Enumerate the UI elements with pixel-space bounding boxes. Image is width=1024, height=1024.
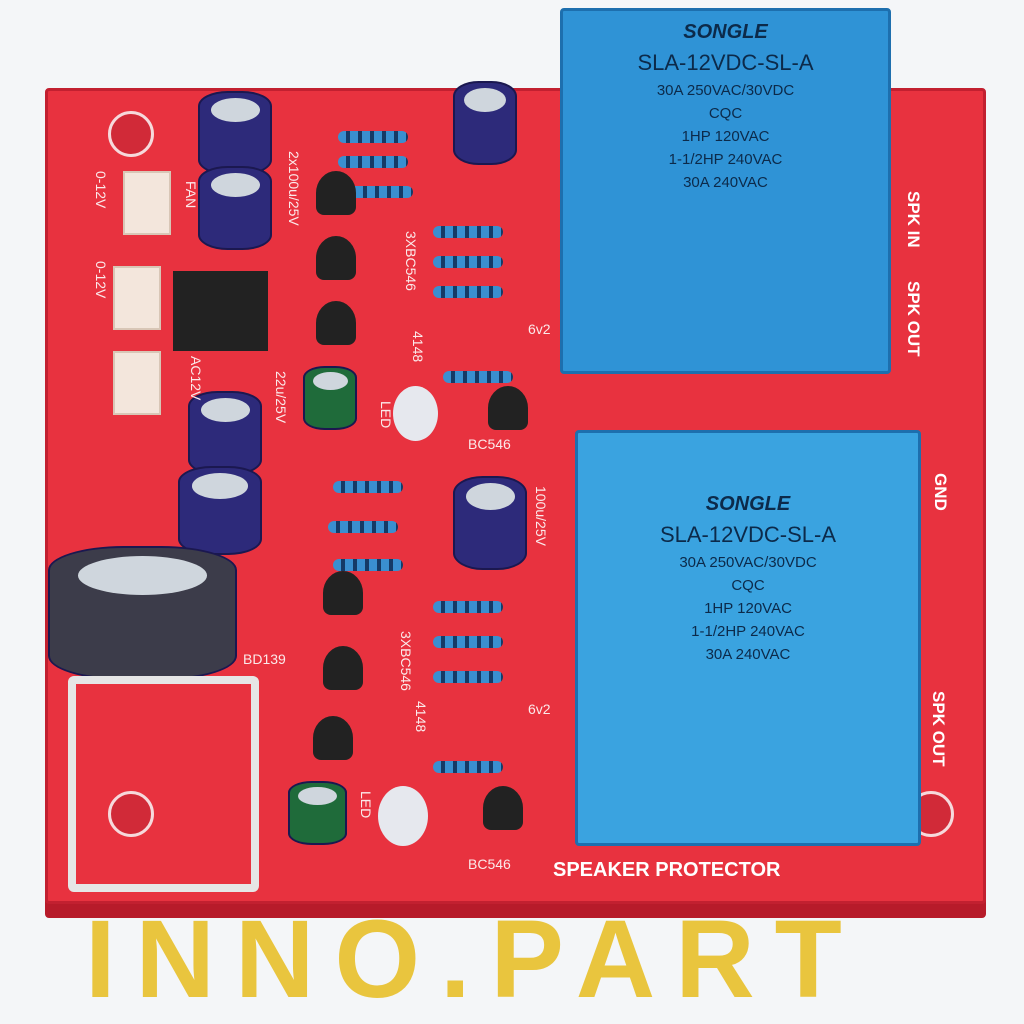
label-cap22: 22u/25V xyxy=(273,371,289,424)
resistor xyxy=(328,521,398,533)
connector xyxy=(113,266,161,330)
resistor xyxy=(433,671,503,683)
bridge-rectifier xyxy=(173,271,268,351)
label-transistors: 3XBC546 xyxy=(403,231,419,291)
relay-spec: 1HP 120VAC xyxy=(704,600,792,617)
label-zener: 6v2 xyxy=(528,321,551,337)
capacitor xyxy=(288,781,347,845)
label-led: LED xyxy=(378,401,394,429)
label-diode: 4148 xyxy=(410,331,426,363)
ac-connector xyxy=(113,351,161,415)
resistor xyxy=(333,559,403,571)
relay-spec: 1HP 120VAC xyxy=(681,128,770,145)
resistor xyxy=(433,636,503,648)
label-transistors: 3XBC546 xyxy=(398,631,414,691)
capacitor xyxy=(303,366,357,430)
relay-bottom: SONGLE SLA-12VDC-SL-A 30A 250VAC/30VDC C… xyxy=(575,430,921,846)
relay-model: SLA-12VDC-SL-A xyxy=(637,50,814,75)
capacitor xyxy=(188,391,262,475)
capacitor xyxy=(453,476,527,570)
label-voltage: 0-12V xyxy=(93,171,109,209)
led xyxy=(378,786,428,846)
label-bc546: BC546 xyxy=(468,436,511,452)
label-led: LED xyxy=(358,791,374,819)
relay-top: SONGLE SLA-12VDC-SL-A 30A 250VAC/30VDC C… xyxy=(560,8,891,374)
capacitor xyxy=(453,81,517,165)
label-bc546: BC546 xyxy=(468,856,511,872)
capacitor xyxy=(198,91,272,175)
transistor xyxy=(323,571,363,615)
led xyxy=(393,386,438,441)
transistor xyxy=(323,646,363,690)
capacitor xyxy=(178,466,262,555)
resistor xyxy=(433,226,503,238)
relay-cert: CQC xyxy=(708,105,743,122)
watermark: INNO.PART xyxy=(85,898,862,1021)
relay-brand: SONGLE xyxy=(705,493,791,515)
resistor xyxy=(443,371,513,383)
fan-connector xyxy=(123,171,171,235)
relay-spec: 30A 240VAC xyxy=(683,174,768,191)
capacitor xyxy=(198,166,272,250)
label-fan: FAN xyxy=(183,181,199,209)
label-voltage: 0-12V xyxy=(93,261,109,299)
label-spk-in: SPK IN xyxy=(904,191,923,248)
label-ac: AC12V xyxy=(188,356,204,401)
label-diode: 4148 xyxy=(413,701,429,733)
relay-spec: 30A 250VAC/30VDC xyxy=(679,554,817,571)
transistor xyxy=(316,236,356,280)
resistor xyxy=(433,256,503,268)
board-title: SPEAKER PROTECTOR xyxy=(553,859,781,881)
relay-spec: 1-1/2HP 240VAC xyxy=(668,151,783,168)
label-bd139: BD139 xyxy=(243,651,286,667)
transistor xyxy=(488,386,528,430)
transistor xyxy=(316,301,356,345)
resistor xyxy=(343,186,413,198)
relay-brand: SONGLE xyxy=(683,21,768,43)
transistor xyxy=(316,171,356,215)
label-cap100: 100u/25V xyxy=(533,486,549,546)
mount-hole xyxy=(108,111,154,157)
resistor xyxy=(433,761,503,773)
resistor xyxy=(433,601,503,613)
label-spk-out: SPK OUT xyxy=(904,281,923,357)
resistor xyxy=(338,156,408,168)
relay-spec: 30A 250VAC/30VDC xyxy=(656,82,795,99)
large-capacitor xyxy=(48,546,237,680)
relay-cert: CQC xyxy=(731,577,765,594)
relay-model: SLA-12VDC-SL-A xyxy=(659,522,837,547)
resistor xyxy=(338,131,408,143)
label-zener: 6v2 xyxy=(528,701,551,717)
label-gnd: GND xyxy=(931,473,950,511)
mount-hole xyxy=(108,791,154,837)
heatsink xyxy=(68,676,259,892)
resistor xyxy=(433,286,503,298)
label-spk-out: SPK OUT xyxy=(929,691,948,767)
transistor xyxy=(313,716,353,760)
resistor xyxy=(333,481,403,493)
label-caps: 2x100u/25V xyxy=(286,151,302,226)
relay-spec: 1-1/2HP 240VAC xyxy=(691,623,805,640)
relay-spec: 30A 240VAC xyxy=(705,646,791,663)
transistor xyxy=(483,786,523,830)
